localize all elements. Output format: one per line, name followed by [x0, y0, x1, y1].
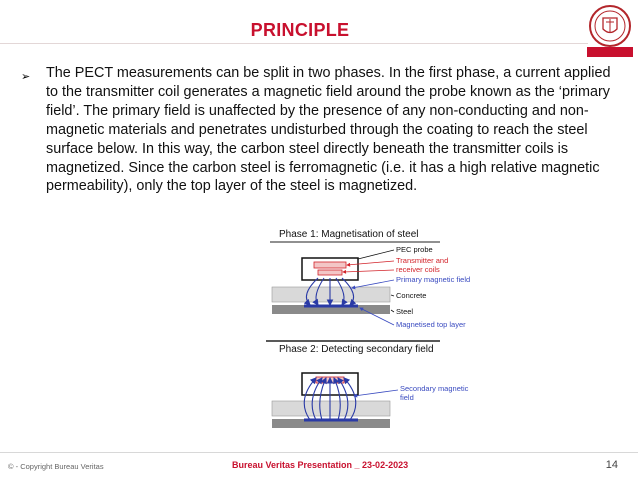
secondary-leader [353, 389, 399, 398]
label-steel: Steel [396, 307, 413, 316]
pec-probe-box [301, 257, 359, 281]
footer-presentation-title: Bureau Veritas Presentation _ 23-02-2023 [232, 460, 409, 470]
bureau-veritas-logo [587, 5, 633, 57]
steel-layer-2 [272, 419, 390, 428]
label-transmitter-2: receiver coils [396, 265, 440, 274]
footer-divider [0, 452, 638, 453]
bullet-arrow-icon: ➢ [21, 71, 31, 83]
title-divider [0, 43, 588, 44]
receiver-coil [317, 269, 343, 276]
steel-layer-1 [272, 305, 390, 314]
primary-field-lines [303, 277, 357, 307]
leader-lines [342, 249, 395, 326]
label-magnetised: Magnetised top layer [396, 320, 466, 329]
bullet-text: The PECT measurements can be split in tw… [46, 65, 611, 195]
label-transmitter-1: Transmitter and [396, 256, 448, 265]
label-pec-probe: PEC probe [396, 245, 433, 254]
concrete-layer-1 [271, 286, 391, 303]
footer-page-number: 14 [605, 459, 618, 471]
concrete-layer-2 [271, 400, 391, 417]
phase1-title: Phase 1: Magnetisation of steel [279, 229, 419, 240]
label-secondary-1: Secondary magnetic [400, 384, 469, 393]
label-secondary-2: field [400, 393, 414, 402]
label-primary-field: Primary magnetic field [396, 275, 470, 284]
phase2-title: Phase 2: Detecting secondary field [279, 344, 434, 355]
slide-title: PRINCIPLE [250, 20, 350, 40]
transmitter-coil [313, 261, 347, 269]
footer-copyright: © - Copyright Bureau Veritas [8, 462, 104, 471]
label-concrete: Concrete [396, 291, 426, 300]
secondary-field-lines [303, 376, 357, 421]
